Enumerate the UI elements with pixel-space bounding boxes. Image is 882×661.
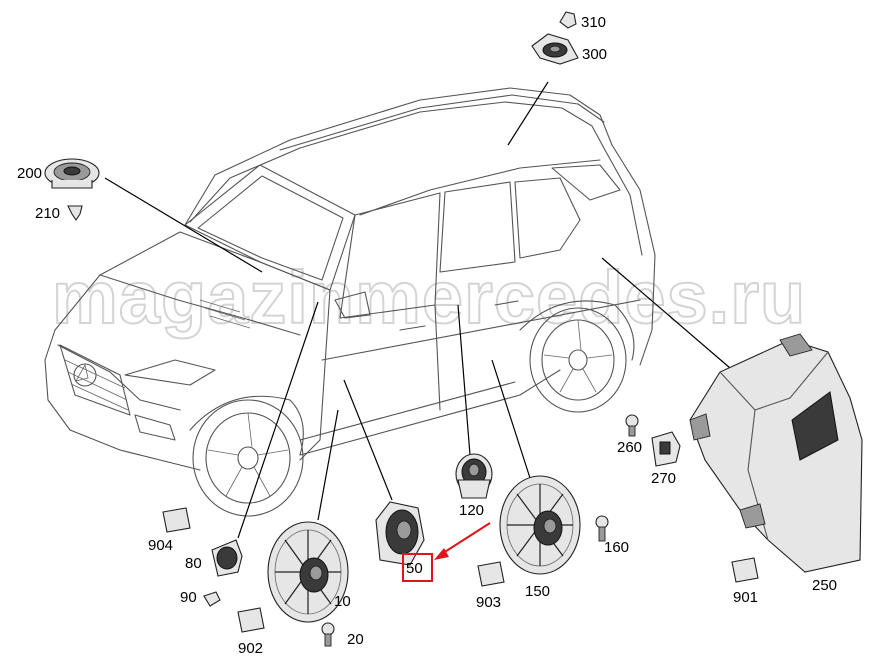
label-20: 20 xyxy=(347,631,364,648)
part-50-speaker xyxy=(375,501,425,566)
part-80-speaker xyxy=(211,539,243,577)
part-902-foam-pad xyxy=(237,607,265,633)
watermark-text: magazinmercedes.ru xyxy=(52,256,806,339)
part-120-speaker xyxy=(455,453,493,499)
label-50: 50 xyxy=(406,560,423,577)
highlight-box xyxy=(402,553,433,582)
part-20-screw xyxy=(321,622,335,647)
part-200-tweeter xyxy=(44,158,100,189)
part-310-clip xyxy=(559,11,577,29)
part-labels: 310 300 200 210 260 270 120 160 150 903 … xyxy=(17,14,837,657)
part-901-foam-pad xyxy=(731,557,759,583)
label-901: 901 xyxy=(733,589,758,606)
label-90: 90 xyxy=(180,589,197,606)
label-160: 160 xyxy=(604,539,629,556)
label-310: 310 xyxy=(581,14,606,31)
label-250: 250 xyxy=(812,577,837,594)
part-270-clip xyxy=(651,431,681,467)
label-80: 80 xyxy=(185,555,202,572)
part-300-speaker xyxy=(531,33,579,65)
label-10: 10 xyxy=(334,593,351,610)
part-260-screw xyxy=(625,414,639,437)
part-904-foam-pad xyxy=(162,507,191,533)
highlight-callout: 50 xyxy=(402,522,491,582)
part-210-clip xyxy=(67,205,83,221)
label-120: 120 xyxy=(459,502,484,519)
part-250-subwoofer-box xyxy=(689,333,863,573)
label-902: 902 xyxy=(238,640,263,657)
label-904: 904 xyxy=(148,537,173,554)
label-200: 200 xyxy=(17,165,42,182)
part-90-clip xyxy=(203,591,221,607)
red-arrow-head-icon xyxy=(434,548,449,560)
part-160-screw xyxy=(595,515,609,542)
part-10-woofer xyxy=(267,521,349,623)
label-903: 903 xyxy=(476,594,501,611)
vehicle-outline xyxy=(44,87,656,517)
label-260: 260 xyxy=(617,439,642,456)
label-150: 150 xyxy=(525,583,550,600)
label-210: 210 xyxy=(35,205,60,222)
part-150-woofer xyxy=(499,475,581,575)
red-arrow-icon xyxy=(439,522,491,556)
label-270: 270 xyxy=(651,470,676,487)
part-903-foam-pad xyxy=(477,561,505,587)
label-300: 300 xyxy=(582,46,607,63)
leader-lines xyxy=(104,81,731,539)
